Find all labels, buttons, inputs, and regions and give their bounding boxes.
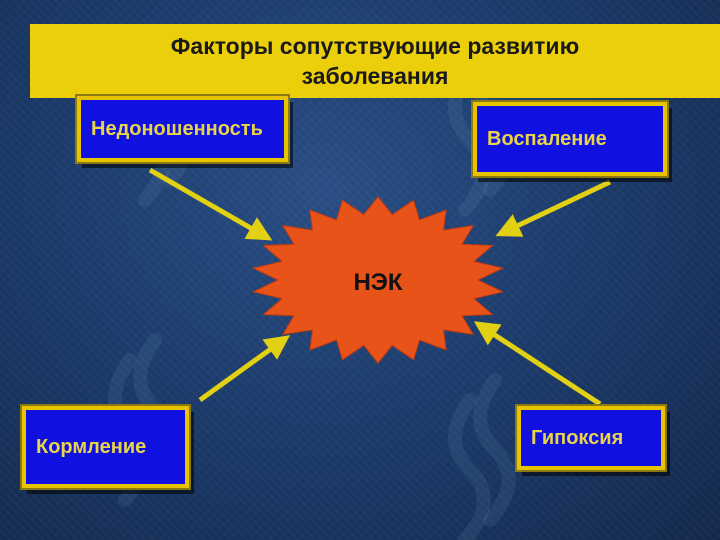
title-banner: Факторы сопутствующие развитию заболеван… bbox=[30, 24, 720, 98]
starburst-shape bbox=[251, 195, 505, 365]
factor-box-feeding: Кормление bbox=[20, 404, 191, 490]
factor-box-prematurity: Недоношенность bbox=[75, 94, 290, 164]
page-title: Факторы сопутствующие развитию заболеван… bbox=[170, 33, 580, 89]
factor-box-hypoxia: Гипоксия bbox=[515, 404, 667, 472]
factor-label-hypoxia: Гипоксия bbox=[531, 426, 624, 449]
center-label: НЭК bbox=[353, 269, 402, 296]
arrow-from-hypoxia bbox=[473, 321, 602, 407]
factor-label-inflammation: Воспаление bbox=[487, 127, 607, 150]
factor-label-feeding: Кормление bbox=[36, 435, 147, 458]
factor-label-prematurity: Недоношенность bbox=[91, 117, 263, 140]
factor-box-inflammation: Воспаление bbox=[471, 100, 669, 178]
arrow-from-feeding bbox=[198, 335, 291, 403]
arrow-from-inflammation bbox=[495, 179, 612, 237]
arrow-from-prematurity bbox=[148, 167, 273, 241]
